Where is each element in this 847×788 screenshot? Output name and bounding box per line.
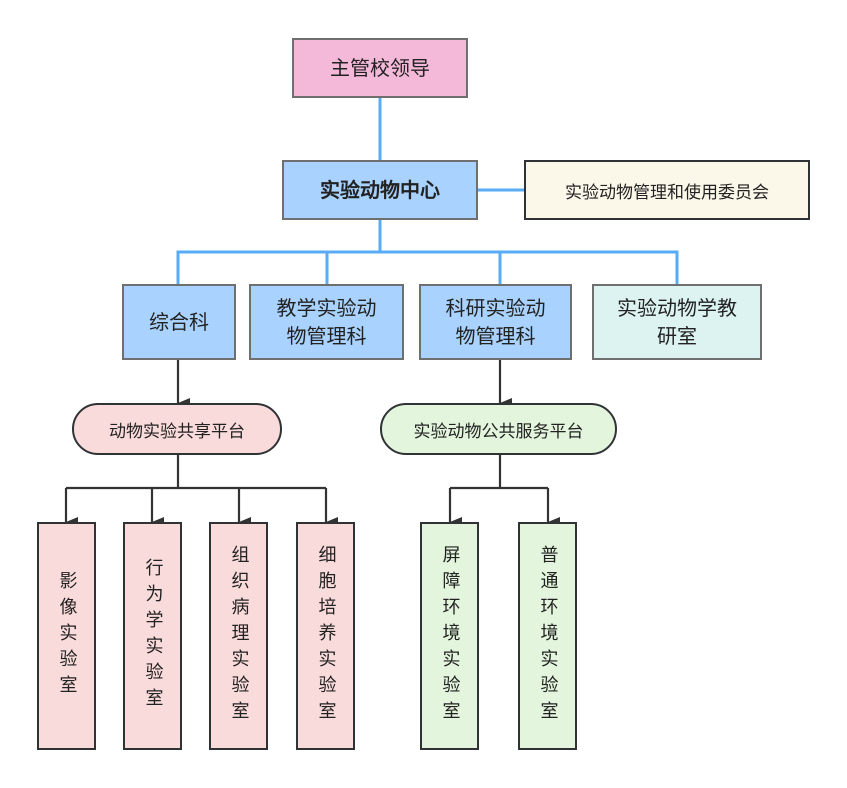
lab-cell-culture: 细胞培养实验室 bbox=[296, 522, 355, 750]
lab-behavioral: 行为学实验室 bbox=[123, 522, 182, 750]
lab-conventional-environment: 普通环境实验室 bbox=[518, 522, 577, 750]
lab-label: 细胞培养实验室 bbox=[315, 545, 337, 727]
lab-barrier-environment: 屏障环境实验室 bbox=[420, 522, 479, 750]
lab-label: 影像实验室 bbox=[56, 571, 78, 701]
shared-platform-node: 动物实验共享平台 bbox=[72, 403, 282, 455]
lab-label: 屏障环境实验室 bbox=[439, 545, 461, 727]
service-platform-node: 实验动物公共服务平台 bbox=[380, 403, 617, 455]
department-teaching-animal-management: 教学实验动 物管理科 bbox=[249, 284, 404, 360]
leader-node: 主管校领导 bbox=[292, 38, 468, 98]
platform-label: 动物实验共享平台 bbox=[109, 421, 245, 442]
committee-node: 实验动物管理和使用委员会 bbox=[524, 160, 810, 220]
platform-label: 实验动物公共服务平台 bbox=[413, 421, 584, 442]
department-label: 综合科 bbox=[149, 310, 209, 334]
lab-label: 普通环境实验室 bbox=[537, 545, 559, 727]
lab-imaging: 影像实验室 bbox=[37, 522, 96, 750]
center-node: 实验动物中心 bbox=[282, 160, 478, 220]
lab-label: 组织病理实验室 bbox=[228, 545, 250, 727]
department-research-animal-management: 科研实验动 物管理科 bbox=[419, 284, 572, 360]
lab-label: 行为学实验室 bbox=[142, 558, 164, 714]
department-label-line2: 物管理科 bbox=[286, 324, 367, 348]
department-label-line1: 教学实验动 bbox=[276, 296, 377, 320]
department-bus-line bbox=[176, 250, 679, 284]
leader-label: 主管校领导 bbox=[330, 56, 430, 80]
committee-label: 实验动物管理和使用委员会 bbox=[565, 182, 769, 203]
department-label-line1: 科研实验动 bbox=[445, 296, 546, 320]
department-label-line2: 研室 bbox=[657, 324, 697, 348]
lab-histopathology: 组织病理实验室 bbox=[209, 522, 268, 750]
department-general-office: 综合科 bbox=[122, 284, 236, 360]
department-label-line2: 物管理科 bbox=[455, 324, 536, 348]
department-laboratory-animal-teaching-office: 实验动物学教 研室 bbox=[592, 284, 762, 360]
department-label-line1: 实验动物学教 bbox=[617, 296, 737, 320]
center-label: 实验动物中心 bbox=[320, 178, 440, 202]
